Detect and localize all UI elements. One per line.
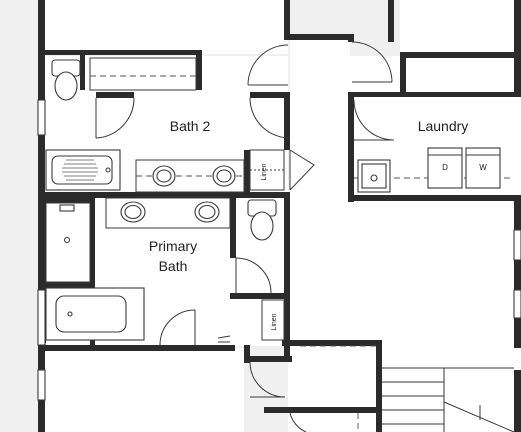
linen-label-upper: Linen — [261, 163, 268, 180]
hallway — [290, 40, 350, 190]
lower-hall — [288, 190, 521, 432]
room-upper-right — [400, 0, 521, 54]
dryer-label: D — [442, 163, 448, 172]
room-label-primary-bath-line2: Bath — [159, 258, 188, 274]
windows — [37, 99, 521, 401]
laundry-sink — [357, 159, 391, 193]
primary-toilet — [247, 199, 277, 241]
bath2-vanity — [135, 159, 245, 193]
room-label-laundry: Laundry — [418, 118, 469, 134]
washer — [465, 147, 501, 189]
room-label-bath2: Bath 2 — [170, 118, 211, 134]
towel-hook — [217, 335, 231, 343]
linen-label-lower: Linen — [271, 313, 278, 330]
washer-label: W — [479, 163, 487, 172]
doors — [95, 41, 395, 432]
room-label-primary-bath-line1: Primary — [149, 238, 197, 254]
primary-vanity — [105, 197, 231, 229]
bath2-shelf — [89, 57, 197, 91]
primary-shower — [45, 202, 91, 283]
bath2-toilet — [51, 59, 81, 101]
dryer — [427, 147, 463, 189]
room-upper-left — [44, 0, 288, 54]
primary-tub — [45, 287, 145, 341]
room-lower-left — [44, 348, 244, 432]
stairs — [382, 367, 515, 432]
bath2-tub — [45, 149, 121, 191]
linen-closet-lower — [261, 299, 285, 341]
